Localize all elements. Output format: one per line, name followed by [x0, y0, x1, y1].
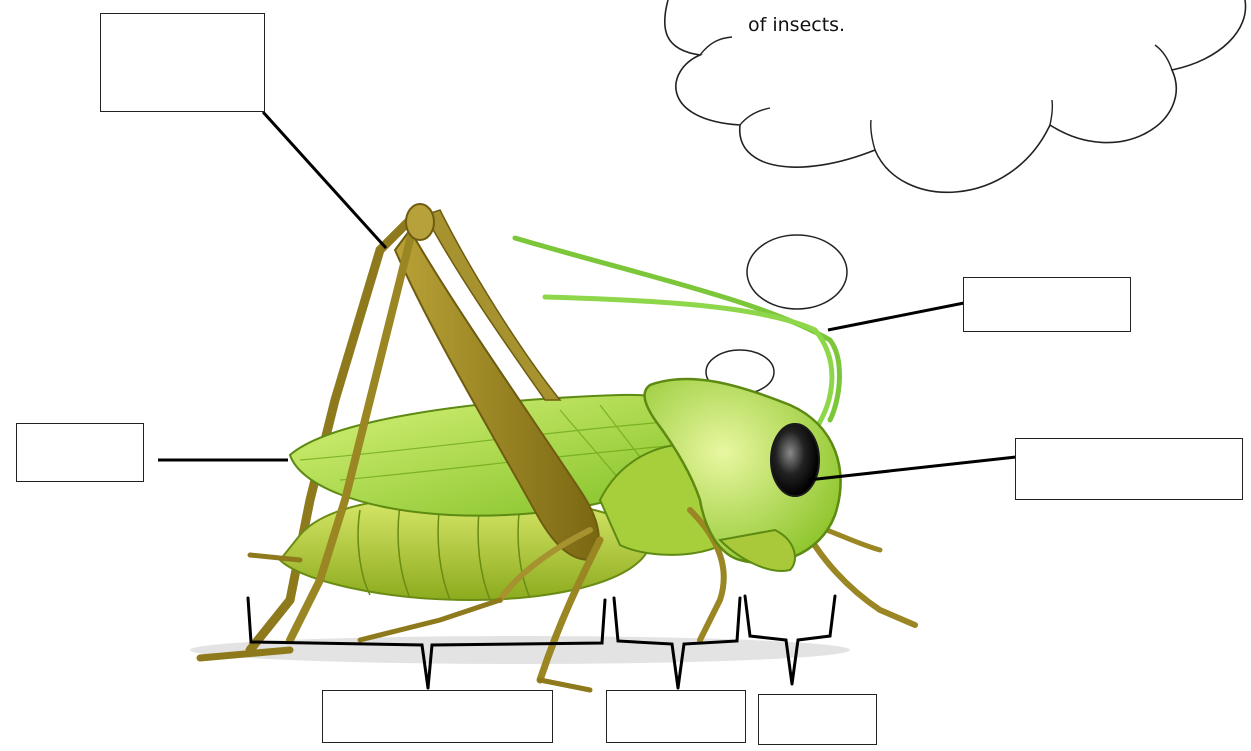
label-box-antenna[interactable]: [963, 277, 1131, 332]
leader-line-top-left: [263, 112, 386, 248]
compound-eye: [771, 424, 819, 496]
brace-head: [745, 596, 835, 684]
label-box-eye[interactable]: [1015, 438, 1243, 500]
thought-bubble-large: [747, 235, 847, 309]
label-box-top-left[interactable]: [100, 13, 265, 112]
leader-line-antenna: [828, 303, 964, 330]
label-box-thorax[interactable]: [606, 690, 746, 743]
label-box-head[interactable]: [758, 694, 877, 745]
thought-cloud-text: of insects.: [748, 14, 845, 36]
label-box-abdomen[interactable]: [322, 690, 553, 743]
label-box-left[interactable]: [16, 423, 144, 482]
